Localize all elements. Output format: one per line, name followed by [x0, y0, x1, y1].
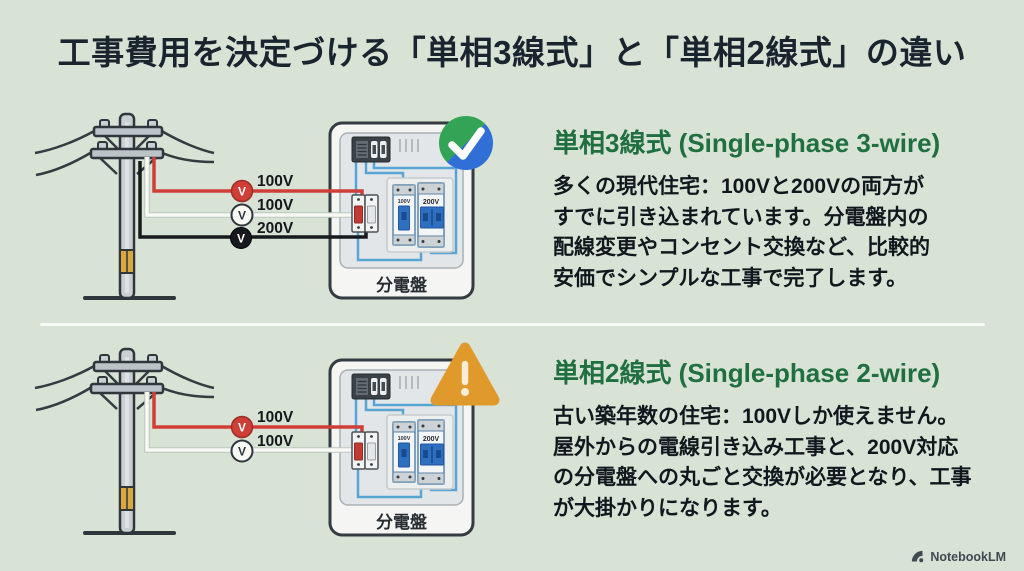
three-wire-heading: 単相3線式 (Single-phase 3-wire)	[553, 128, 941, 158]
service-breaker	[351, 194, 379, 233]
two-wire-heading: 単相2線式 (Single-phase 2-wire)	[553, 358, 941, 388]
watermark: NotebookLM	[910, 549, 1006, 564]
voltage-badge-red: V	[230, 415, 254, 439]
diagram-two-wire: 100V 200V 分電盤	[34, 342, 500, 537]
wire-label-200v: 200V	[257, 220, 294, 237]
watermark-label: NotebookLM	[930, 549, 1006, 564]
svg-text:V: V	[238, 445, 246, 459]
wire-red	[152, 157, 364, 197]
main-breaker	[351, 373, 391, 400]
wire-white	[145, 157, 356, 217]
wire-label-100v-white: 100V	[257, 433, 294, 450]
wire-label-100v-white: 100V	[257, 197, 294, 214]
service-wires	[138, 157, 368, 239]
panel-vents	[399, 376, 419, 389]
panel-label: 分電盤	[376, 275, 428, 295]
voltage-badge-black: V	[230, 227, 252, 249]
check-icon	[439, 116, 493, 170]
svg-text:V: V	[238, 421, 246, 435]
voltage-badge-white: V	[230, 203, 254, 227]
utility-pole	[34, 347, 215, 535]
svg-text:V: V	[237, 232, 245, 246]
breaker-100v-label: 100V	[398, 199, 411, 205]
wire-black	[138, 161, 368, 239]
wire-red	[152, 392, 364, 434]
breaker-200v: 200V	[417, 419, 445, 485]
service-wires	[144, 392, 364, 453]
two-wire-body: 古い築年数の住宅：100Vしか使えません。 屋外からの電線引き込み工事と、200…	[553, 405, 972, 520]
breaker-100v: 100V	[392, 184, 416, 246]
page-title: 工事費用を決定づける「単相3線式」と「単相2線式」の違い	[57, 34, 967, 71]
warning-icon	[430, 342, 500, 406]
wire-label-100v-red: 100V	[257, 409, 294, 426]
breaker-100v: 100V	[392, 421, 416, 483]
svg-text:V: V	[238, 209, 246, 223]
distribution-panel: 100V 200V 分電盤	[328, 121, 475, 300]
section-two-wire-text: 単相2線式 (Single-phase 2-wire) 古い築年数の住宅：100…	[553, 357, 1003, 524]
section-divider	[40, 323, 985, 326]
main-breaker	[351, 136, 391, 163]
voltage-badge-white: V	[230, 439, 254, 463]
wire-white	[145, 392, 356, 452]
breaker-200v: 200V	[417, 182, 445, 248]
breaker-200v-label: 200V	[423, 436, 440, 443]
section-three-wire-text: 単相3線式 (Single-phase 3-wire) 多くの現代住宅：100V…	[553, 127, 1003, 294]
panel-vents	[399, 139, 419, 152]
breaker-100v-label: 100V	[398, 436, 411, 442]
notebooklm-logo-icon	[912, 550, 924, 563]
service-breaker	[351, 431, 379, 470]
voltage-badge-red: V	[230, 179, 254, 203]
svg-text:V: V	[238, 185, 246, 199]
diagram-three-wire: 100V 200V 分電盤	[34, 112, 493, 300]
pole-warning-band	[119, 249, 135, 274]
breaker-200v-label: 200V	[423, 199, 440, 206]
wire-label-100v-red: 100V	[257, 173, 294, 190]
utility-pole	[34, 112, 215, 300]
pole-warning-band	[119, 486, 135, 511]
three-wire-body: 多くの現代住宅：100Vと200Vの両方が すでに引き込まれています。分電盤内の…	[553, 175, 930, 290]
panel-label: 分電盤	[376, 512, 428, 532]
